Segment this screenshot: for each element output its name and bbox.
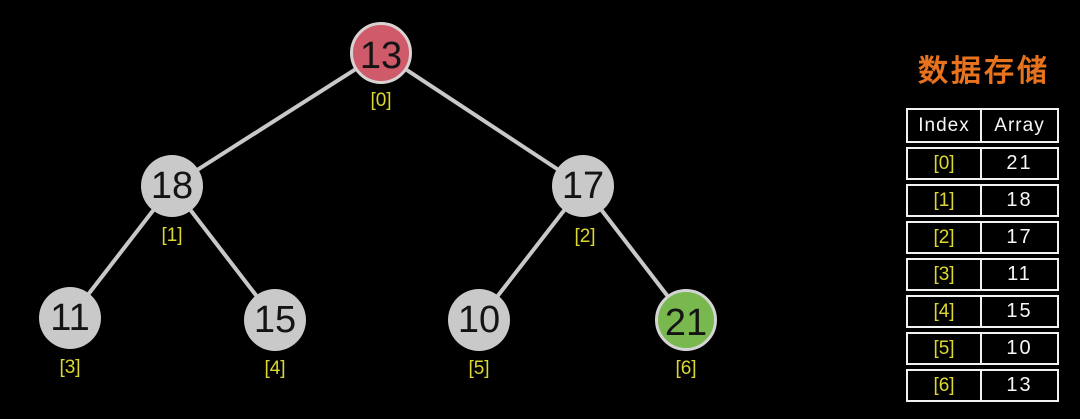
tree-edge-0-1 (170, 51, 383, 188)
array-storage-table: Index Array [0] 21 [1] 18 [2] 17 [3] 11 … (906, 108, 1059, 402)
table-row: [0] 21 (906, 147, 1059, 180)
table-header-index: Index (908, 110, 982, 141)
table-cell-value: 10 (1006, 337, 1033, 359)
tree-node-1: 18 (141, 155, 203, 217)
table-cell-value: 18 (1006, 189, 1033, 211)
table-cell-index: [0] (908, 149, 982, 178)
table-cell-index: [5] (908, 334, 982, 363)
node-index-label-2: [2] (574, 226, 596, 247)
table-cell-value: 21 (1006, 152, 1033, 174)
table-cell-value: 13 (1006, 374, 1033, 396)
table-cell-index: [4] (908, 297, 982, 326)
node-index-label-5: [5] (468, 358, 490, 379)
table-row: [4] 15 (906, 295, 1059, 328)
node-index-label-4: [4] (264, 358, 286, 379)
tree-edges (68, 51, 688, 322)
tree-node-2: 17 (552, 155, 614, 217)
node-index-label-0: [0] (370, 90, 392, 111)
table-cell-index: [3] (908, 260, 982, 289)
table-cell-index: [1] (908, 186, 982, 215)
tree-node-4: 15 (244, 289, 306, 351)
table-row: [6] 13 (906, 369, 1059, 402)
table-cell-value: 15 (1006, 300, 1033, 322)
node-index-label-3: [3] (59, 357, 81, 378)
tree-node-5: 10 (448, 289, 510, 351)
table-row: [3] 11 (906, 258, 1059, 291)
table-cell-value: 11 (1007, 263, 1032, 285)
table-cell-index: [6] (908, 371, 982, 400)
table-cell-index: [2] (908, 223, 982, 252)
table-header-row: Index Array (906, 108, 1059, 143)
tree-edge-0-2 (379, 51, 585, 188)
node-index-label-1: [1] (161, 225, 183, 246)
table-row: [2] 17 (906, 221, 1059, 254)
table-cell-value: 17 (1006, 226, 1033, 248)
table-header-array: Array (994, 114, 1045, 136)
tree-node-6: 21 (655, 289, 717, 351)
data-storage-panel: 数据存储 Index Array [0] 21 [1] 18 [2] 17 [3… (906, 46, 1062, 402)
table-row: [1] 18 (906, 184, 1059, 217)
table-row: [5] 10 (906, 332, 1059, 365)
tree-node-root: 13 (350, 22, 412, 84)
node-index-label-6: [6] (675, 358, 697, 379)
panel-title: 数据存储 (918, 55, 1050, 88)
tree-node-3: 11 (39, 287, 101, 349)
